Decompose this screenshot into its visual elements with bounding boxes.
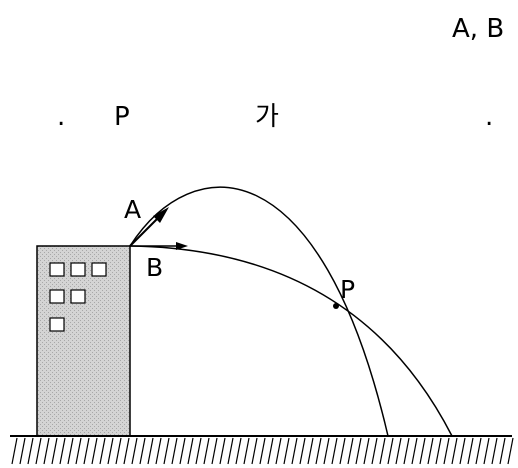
hatch-stroke (227, 437, 234, 465)
hatch-stroke (107, 437, 114, 465)
window (70, 262, 86, 277)
hatch-stroke (195, 437, 202, 465)
hatch-stroke (419, 437, 426, 465)
hatch-stroke (307, 437, 314, 465)
problem-text-ab: A, B (452, 14, 505, 44)
hatch-stroke (155, 437, 162, 465)
hatch-stroke (19, 437, 26, 465)
hatch-stroke (211, 437, 218, 465)
hatch-stroke (243, 437, 250, 465)
hatch-stroke (395, 437, 402, 465)
hatch-stroke (451, 437, 458, 465)
hatch-stroke (371, 437, 378, 465)
window (49, 262, 65, 277)
point-p (333, 303, 339, 309)
hatch-stroke (27, 437, 34, 465)
hatch-stroke (59, 437, 66, 465)
hatch-stroke (91, 437, 98, 465)
problem-text-period-right: . (485, 102, 494, 132)
hatch-stroke (203, 437, 210, 465)
window (70, 289, 86, 304)
problem-text-p: P (114, 102, 130, 132)
hatch-stroke (379, 437, 386, 465)
hatch-stroke (291, 437, 298, 465)
hatch-stroke (315, 437, 322, 465)
hatch-stroke (459, 437, 466, 465)
hatch-stroke (99, 437, 106, 465)
hatch-stroke (299, 437, 306, 465)
hatch-stroke (51, 437, 58, 465)
hatch-stroke (139, 437, 146, 465)
hatch-stroke (251, 437, 258, 465)
hatch-stroke (43, 437, 50, 465)
hatch-stroke (235, 437, 242, 465)
hatch-stroke (331, 437, 338, 465)
hatch-stroke (435, 437, 442, 465)
window (49, 289, 65, 304)
hatch-stroke (355, 437, 362, 465)
hatch-stroke (123, 437, 130, 465)
hatch-stroke (323, 437, 330, 465)
window (49, 317, 65, 332)
building-windows (49, 262, 107, 332)
hatch-stroke (83, 437, 90, 465)
hatch-stroke (475, 437, 482, 465)
hatch-stroke (283, 437, 290, 465)
hatch-stroke (171, 437, 178, 465)
hatch-stroke (427, 437, 434, 465)
arrowhead-b (176, 242, 188, 250)
label-b: B (146, 253, 163, 282)
problem-text-period-left: . (57, 102, 66, 132)
hatch-stroke (75, 437, 82, 465)
label-p: P (340, 275, 355, 304)
trajectory-b (129, 245, 453, 437)
hatch-stroke (219, 437, 226, 465)
hatch-stroke (147, 437, 154, 465)
hatch-stroke (11, 437, 18, 465)
hatch-stroke (163, 437, 170, 465)
window (91, 262, 107, 277)
hatch-stroke (467, 437, 474, 465)
problem-text-ga: 가 (255, 102, 279, 132)
hatch-stroke (347, 437, 354, 465)
hatch-stroke (179, 437, 186, 465)
ground-hatching (11, 437, 514, 465)
hatch-stroke (483, 437, 490, 465)
trajectory-a (129, 186, 389, 437)
arrowhead-a (153, 207, 169, 223)
hatch-stroke (131, 437, 138, 465)
hatch-stroke (187, 437, 194, 465)
hatch-stroke (411, 437, 418, 465)
hatch-stroke (67, 437, 74, 465)
hatch-stroke (499, 437, 506, 465)
hatch-stroke (275, 437, 282, 465)
hatch-stroke (387, 437, 394, 465)
hatch-stroke (115, 437, 122, 465)
hatch-stroke (259, 437, 266, 465)
hatch-stroke (491, 437, 498, 465)
hatch-stroke (267, 437, 274, 465)
hatch-stroke (443, 437, 450, 465)
hatch-stroke (35, 437, 42, 465)
hatch-stroke (403, 437, 410, 465)
hatch-stroke (339, 437, 346, 465)
hatch-stroke (507, 437, 514, 465)
label-a: A (124, 195, 141, 224)
hatch-stroke (363, 437, 370, 465)
